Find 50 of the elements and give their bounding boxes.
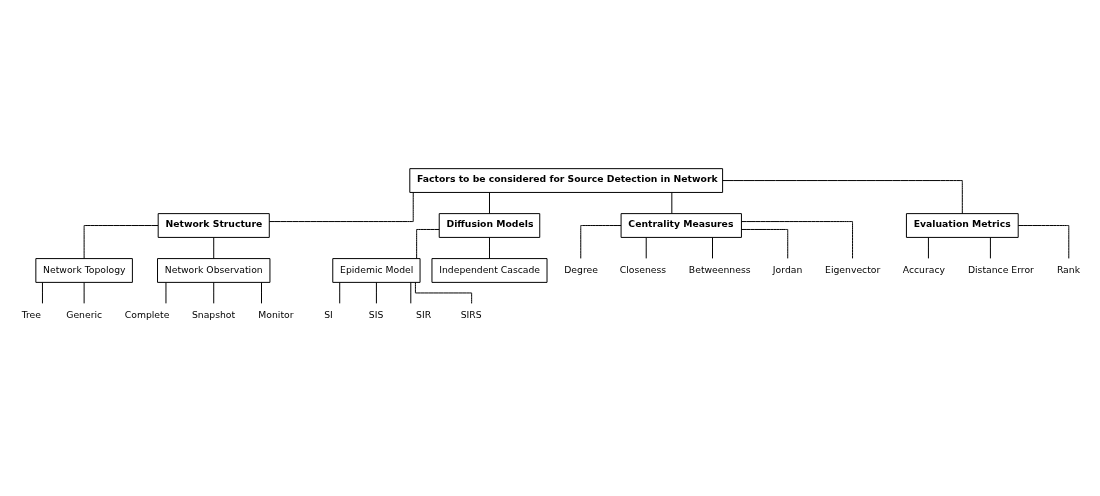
connector: [83, 225, 159, 259]
node-text: Jordan: [772, 263, 803, 275]
node-box: Network Structure: [157, 213, 270, 238]
connector: [489, 192, 490, 214]
node-text: SIR: [416, 308, 432, 320]
node-text: Generic: [66, 308, 103, 320]
connector: [213, 282, 215, 304]
connector: [41, 282, 43, 304]
node-text: Eigenvector: [825, 263, 881, 275]
node-text: Complete: [124, 308, 170, 320]
connector: [580, 225, 622, 259]
connector: [489, 237, 490, 259]
connector: [722, 180, 963, 214]
node-text: SI: [324, 308, 333, 320]
node-text: Snapshot: [191, 308, 236, 320]
connector: [416, 229, 440, 259]
connector: [741, 229, 789, 259]
connector: [1017, 225, 1070, 259]
connector: [671, 192, 673, 214]
node-text: Betweenness: [688, 263, 751, 275]
connector: [165, 282, 167, 304]
connector: [712, 237, 713, 259]
connector: [410, 282, 412, 304]
node-text: Degree: [564, 263, 598, 275]
node-text: Accuracy: [902, 263, 946, 275]
node-box: Epidemic Model: [332, 258, 421, 283]
connector: [268, 192, 414, 223]
connector: [339, 282, 341, 304]
node-box: Network Observation: [157, 258, 271, 283]
connector: [213, 237, 215, 259]
node-text: Rank: [1056, 263, 1080, 275]
connector: [645, 237, 647, 259]
node-text: SIS: [368, 308, 384, 320]
connector: [989, 237, 991, 259]
connector: [83, 282, 85, 304]
connector: [261, 282, 262, 304]
node-text: Distance Error: [967, 263, 1034, 275]
node-box: Evaluation Metrics: [905, 213, 1019, 238]
connector: [927, 237, 929, 259]
node-text: SIRS: [460, 308, 482, 320]
node-text: Closeness: [619, 263, 667, 275]
node-box: Diffusion Models: [438, 213, 541, 238]
node-text: Tree: [21, 308, 41, 320]
node-text: Monitor: [258, 308, 294, 320]
node-box: Network Topology: [35, 258, 133, 283]
connector: [375, 282, 377, 304]
node-box: Factors to be considered for Source Detection in Network: [409, 168, 724, 193]
node-box: Independent Cascade: [431, 258, 548, 283]
node-box: Centrality Measures: [620, 213, 742, 238]
connector: [741, 221, 854, 259]
